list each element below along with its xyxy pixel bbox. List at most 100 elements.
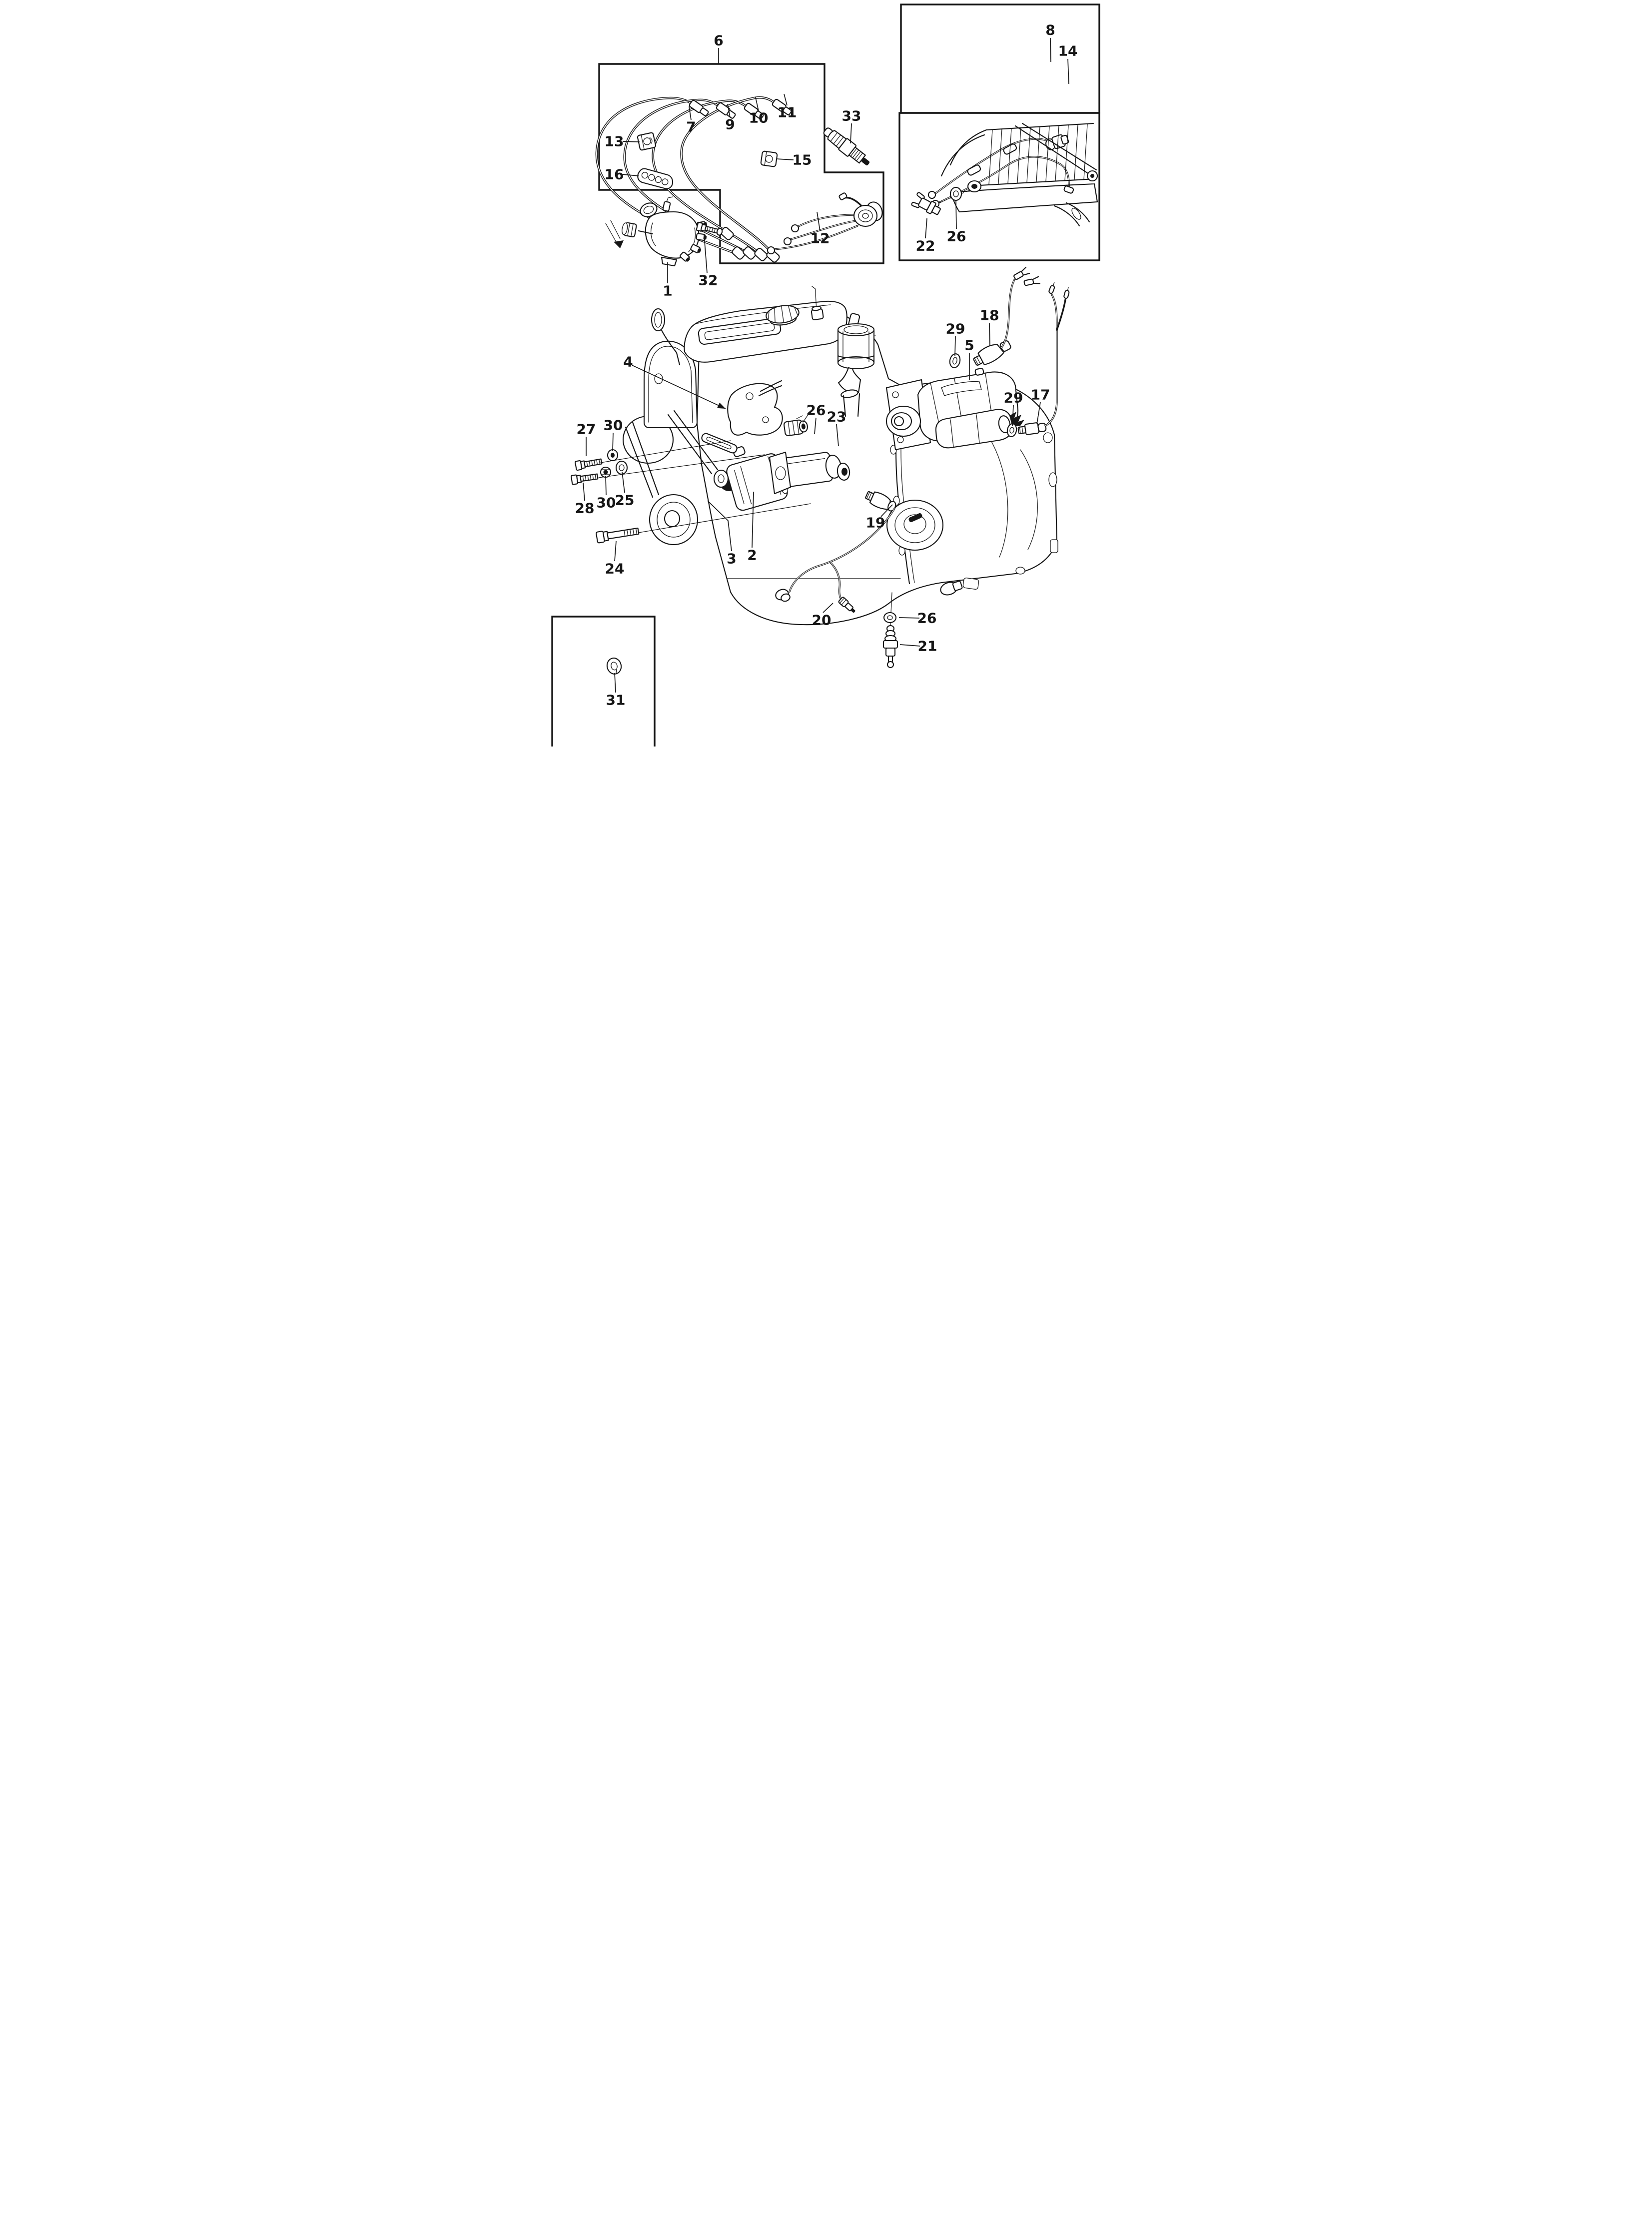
callout-19: 19 (866, 504, 893, 531)
washer-30 (607, 449, 619, 462)
callout-6: 6 (714, 32, 724, 63)
part-number-2: 2 (747, 547, 757, 564)
engine-wire-harness-12 (767, 192, 883, 255)
spark-plug (823, 127, 870, 166)
part-number-26: 26 (947, 228, 966, 245)
part-number-33: 33 (842, 108, 861, 124)
part-number-30: 30 (597, 495, 616, 511)
part-number-26: 26 (917, 610, 937, 627)
wire-guide-16 (637, 168, 674, 189)
part-number-32: 32 (699, 272, 718, 289)
part-number-30: 30 (604, 417, 623, 434)
distributor-cap-tower (696, 233, 707, 241)
callout-29: 29 (1004, 390, 1023, 427)
callout-33: 33 (842, 108, 861, 144)
part-number-20: 20 (812, 612, 831, 629)
callout-17: 17 (1031, 387, 1050, 425)
callout-31: 31 (606, 673, 625, 709)
part-number-28: 28 (575, 500, 595, 517)
part-number-18: 18 (980, 307, 999, 324)
valve-cover (684, 286, 847, 363)
distributor (622, 196, 708, 267)
callout-4: 4 (623, 354, 726, 409)
plug-boot (689, 99, 709, 116)
callout-3: 3 (707, 500, 737, 567)
callout-7: 7 (686, 106, 696, 135)
part-number-8: 8 (1045, 22, 1055, 38)
distributor-mount-bolt (696, 221, 723, 236)
part-number-25: 25 (615, 492, 635, 509)
fork-terminal (1013, 266, 1030, 280)
part-number-3: 3 (727, 551, 736, 567)
parts-diagram-canvas: 6791011131516123381422261324291852623291… (551, 3, 1100, 747)
oil-pressure-switch (865, 491, 896, 512)
callout-27: 27 (577, 421, 596, 456)
part-number-16: 16 (605, 166, 624, 183)
washer-31 (606, 658, 622, 675)
bolt-28 (571, 473, 599, 485)
callout-21: 21 (899, 638, 937, 655)
distributor-drive-gear (622, 222, 637, 237)
direction-arrow (605, 220, 624, 248)
inset-radiator (898, 112, 1100, 261)
distributor-boot (743, 246, 757, 260)
thermo-housing (783, 419, 808, 436)
part-number-27: 27 (577, 421, 596, 438)
distributor-boot (732, 246, 746, 260)
part-number-29: 29 (946, 321, 965, 337)
part-number-19: 19 (866, 515, 885, 531)
radiator-drain-plug (911, 192, 941, 215)
distributor-cap-tower (690, 244, 702, 253)
callout-25: 25 (615, 472, 635, 509)
callout-26: 26 (898, 610, 937, 627)
part-number-23: 23 (827, 409, 846, 425)
part-number-9: 9 (725, 116, 735, 133)
spark-plug-wire-set (595, 96, 792, 263)
distributor-boot (720, 227, 734, 240)
valve-cover-sender (811, 286, 824, 320)
engine-mount-bracket (727, 383, 783, 436)
part-number-1: 1 (663, 283, 672, 299)
part-number-21: 21 (918, 638, 937, 655)
callout-13: 13 (605, 133, 640, 150)
fork-terminal (1023, 276, 1040, 286)
temperature-gauge-sender-17 (1017, 422, 1047, 435)
dipstick (651, 308, 681, 366)
part-number-13: 13 (605, 133, 624, 150)
plug-boot (744, 102, 764, 119)
callout-5: 5 (964, 337, 974, 380)
part-number-15: 15 (793, 152, 812, 168)
drive-belt (625, 410, 719, 498)
callout-26: 26 (947, 200, 966, 245)
part-number-12: 12 (811, 230, 830, 247)
callout-10: 10 (749, 97, 768, 126)
callout-14: 14 (1058, 43, 1078, 84)
engine-mount-cylinder (769, 451, 850, 495)
wire-sensor-20 (838, 597, 855, 613)
part-number-6: 6 (714, 32, 723, 49)
crankshaft-pulley (649, 494, 699, 546)
callout-11: 11 (778, 93, 797, 121)
bolt-24 (596, 527, 640, 544)
callout-1: 1 (663, 262, 673, 299)
callout-32: 32 (699, 234, 718, 289)
part-number-24: 24 (605, 561, 625, 577)
plug-boot (772, 98, 792, 115)
o-ring (949, 186, 962, 201)
backup-light-switch (973, 340, 1011, 366)
part-number-4: 4 (623, 354, 633, 370)
part-number-7: 7 (686, 119, 696, 135)
part-number-29: 29 (1004, 390, 1023, 406)
callout-9: 9 (725, 103, 735, 133)
callout-2: 2 (747, 491, 757, 564)
callout-28: 28 (575, 482, 595, 517)
output-shaft-boss (940, 581, 963, 596)
callout-15: 15 (776, 152, 812, 168)
part-number-14: 14 (1058, 43, 1078, 59)
callout-29: 29 (946, 321, 965, 357)
part-number-11: 11 (778, 104, 797, 121)
oil-filler-cap (766, 305, 800, 326)
radiator (911, 122, 1098, 227)
